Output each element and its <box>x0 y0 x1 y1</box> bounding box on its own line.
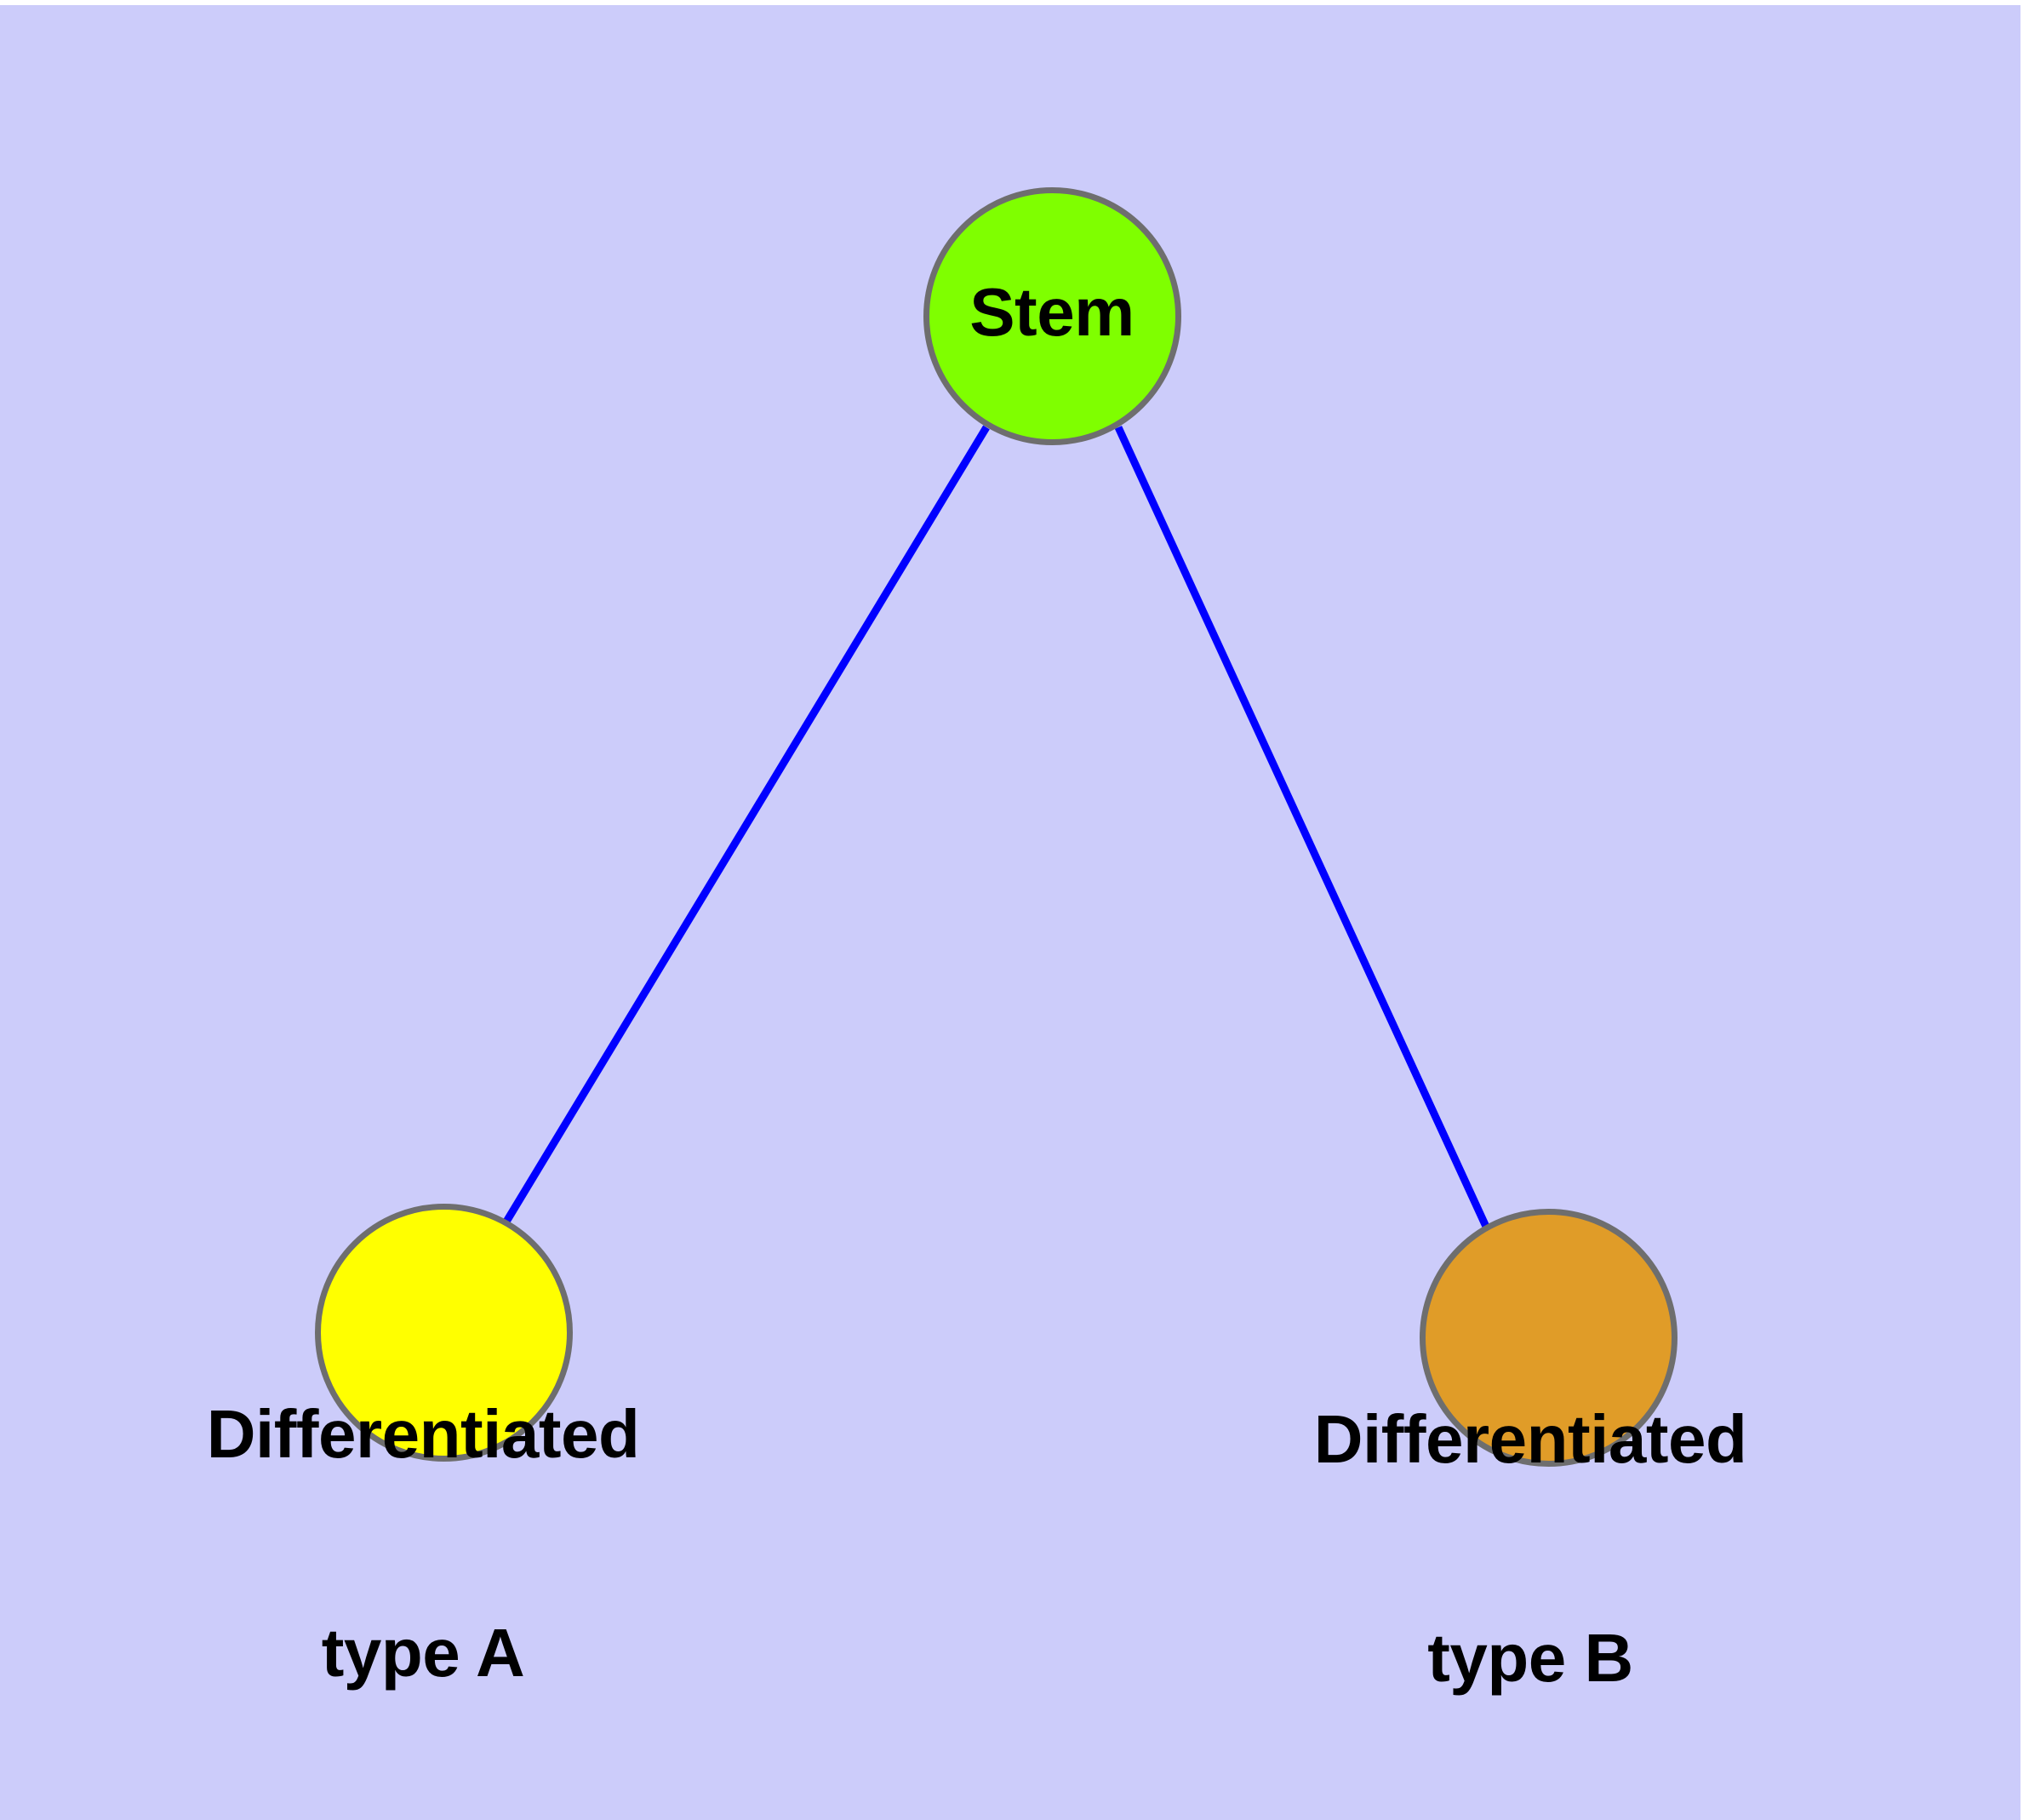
node-label-stem: Stem <box>969 274 1135 350</box>
diagram-canvas: Stem Differentiated type A Differentiate… <box>0 5 2020 1820</box>
node-label-line-1: Differentiated <box>1313 1401 1747 1478</box>
node-differentiated-type-a[interactable] <box>315 1204 573 1462</box>
node-differentiated-type-b[interactable] <box>1420 1209 1677 1467</box>
edge-stem-to-differentiated-type-a[interactable] <box>503 425 990 1224</box>
node-label-line-1: Differentiated <box>206 1396 640 1473</box>
node-stem[interactable] <box>923 187 1181 445</box>
node-label-line-2: type B <box>1427 1619 1633 1696</box>
edge-stem-to-differentiated-type-b[interactable] <box>1114 426 1491 1230</box>
node-label-line-2: type A <box>321 1614 525 1691</box>
node-label-differentiated-type-a: Differentiated type A <box>168 1252 678 1820</box>
edge-layer <box>503 425 1491 1230</box>
node-label-differentiated-type-b: Differentiated type B <box>1275 1257 1786 1820</box>
